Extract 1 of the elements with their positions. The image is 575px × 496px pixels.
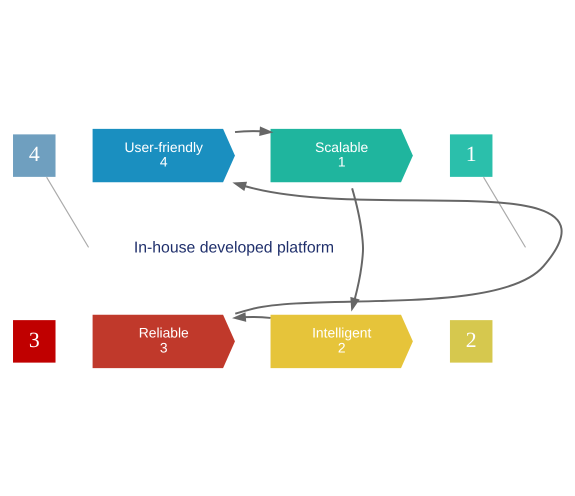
node-text: In-house developed platform bbox=[134, 238, 334, 256]
